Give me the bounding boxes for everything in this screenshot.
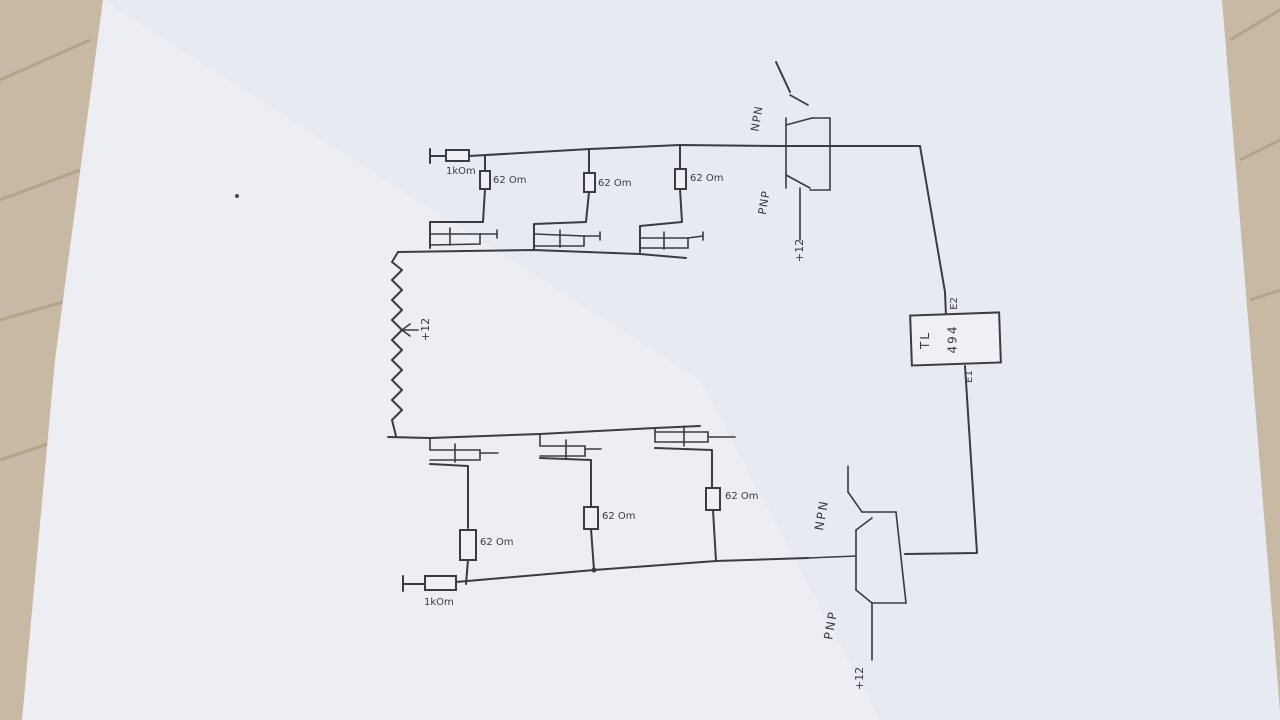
potentiometer-wiper-resistor <box>391 251 403 437</box>
mosfet-top-c <box>639 231 704 250</box>
resistor-bot-b <box>583 506 599 530</box>
ic-tl494 <box>909 311 1002 367</box>
mosfet-top-b <box>533 229 601 248</box>
resistor-bot-1k <box>424 575 457 591</box>
resistor-top-1k <box>445 149 470 162</box>
wire-e2 <box>919 145 947 317</box>
mosfet-bot-a <box>429 437 499 463</box>
mosfet-bot-c <box>654 425 736 447</box>
mosfet-top-a <box>429 227 498 246</box>
potentiometer-arrow <box>400 323 411 337</box>
paper-shadow <box>103 0 1280 720</box>
top-branch <box>397 61 921 259</box>
resistor-bot-a <box>459 529 477 561</box>
resistor-top-a <box>479 170 491 190</box>
wire-e1 <box>904 365 978 555</box>
top-push-pull <box>775 61 831 241</box>
resistor-bot-c <box>705 487 721 511</box>
pencil-dot <box>235 194 239 198</box>
mosfet-bot-b <box>539 433 602 459</box>
resistor-top-c <box>674 168 687 190</box>
bottom-push-pull <box>807 465 907 661</box>
bottom-branch <box>387 425 907 661</box>
resistor-top-b <box>583 172 596 193</box>
